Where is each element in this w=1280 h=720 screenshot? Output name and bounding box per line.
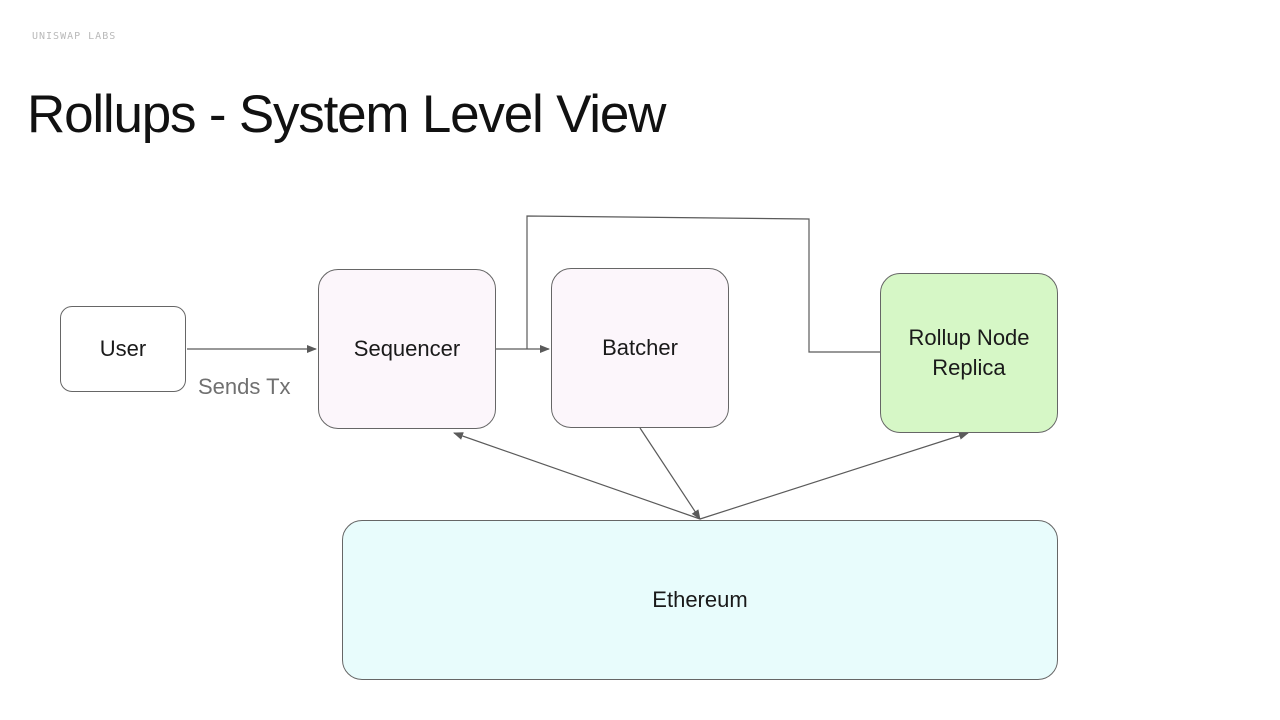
node-batcher: Batcher (551, 268, 729, 428)
node-ethereum: Ethereum (342, 520, 1058, 680)
node-rollup-node-replica: Rollup Node Replica (880, 273, 1058, 433)
node-user-label: User (99, 336, 147, 362)
node-sequencer-label: Sequencer (353, 336, 461, 362)
brand-logo-text: UNISWAP LABS (32, 31, 117, 42)
node-sequencer: Sequencer (318, 269, 496, 429)
node-user: User (60, 306, 186, 392)
node-batcher-label: Batcher (602, 335, 678, 361)
edge-ethereum-to-sequencer (453, 432, 701, 520)
node-rollup-node-replica-label: Rollup Node Replica (908, 325, 1030, 380)
node-ethereum-label: Ethereum (652, 587, 748, 613)
slide-title: Rollups - System Level View (27, 85, 666, 144)
edge-ethereum-to-replica (699, 431, 969, 520)
edge-sequencer-to-replica (526, 215, 880, 353)
edge-label-sends-tx: Sends Tx (198, 374, 291, 399)
edge-batcher-to-ethereum (639, 427, 701, 520)
